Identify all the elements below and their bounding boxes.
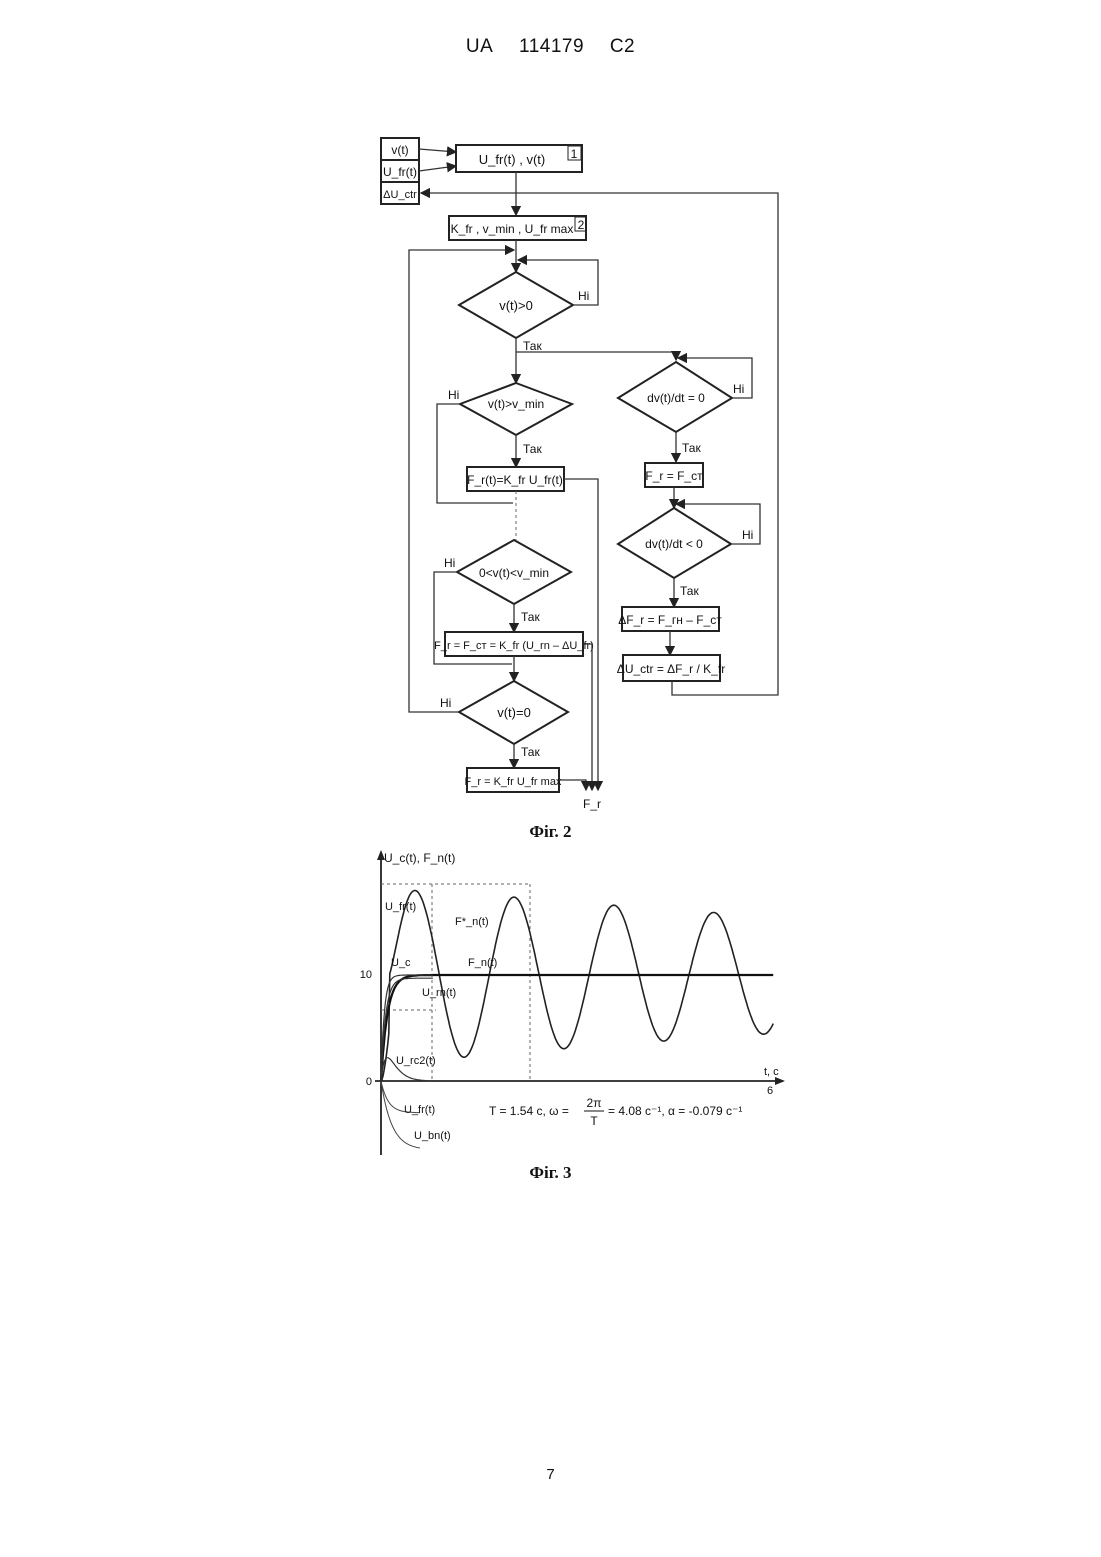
yes-label-1: Так [523,339,542,353]
input-ductr-label: ΔU_ctr [383,189,417,201]
curve-uc [381,978,433,1081]
no-label-3: Ні [444,556,455,570]
proc-fst-text: F_r = F_ст = K_fr (U_rn – ΔU_fr) [434,640,594,652]
output-fr-label: F_r [583,797,601,811]
proc-delta-f-text: ΔF_r = F_гн – F_ст [618,613,722,627]
cond-v-between: 0<v(t)<v_min [479,566,549,580]
no-label-5: Ні [733,382,744,396]
yes-label-6: Так [680,584,699,598]
label-urn: U_rn(t) [422,987,456,999]
curve-fn-star [381,891,773,1082]
no-label-4: Ні [440,696,451,710]
y-tick-10: 10 [360,969,372,981]
cond-dv-zero: dv(t)/dt = 0 [647,391,705,405]
curve-urc2 [381,1058,426,1081]
input-v-label: v(t) [391,143,408,157]
curve-ufr-neg [381,1081,420,1113]
label-fn: F_n(t) [468,957,497,969]
proc-fmax-text: F_r = K_fr U_fr max [465,776,562,788]
label-urc2: U_rc2(t) [396,1055,436,1067]
cond-v-positive: v(t)>0 [499,298,533,313]
no-label-2: Ні [448,388,459,402]
cond-v-zero: v(t)=0 [497,705,531,720]
yes-label-5: Так [682,441,701,455]
curve-ufr [381,975,433,1081]
fig2-caption: Фіг. 2 [0,822,1101,842]
no-label-1: Ні [578,289,589,303]
yes-label-2: Так [523,442,542,456]
block1-text: U_fr(t) , v(t) [479,152,545,167]
no-label-6: Ні [742,528,753,542]
cond-dv-negative: dv(t)/dt < 0 [645,537,703,551]
curve-fn [381,975,773,1081]
formula-num: 2π [587,1096,602,1110]
x-axis-label: t, c [764,1066,779,1078]
label-ufr: U_fr(t) [385,901,416,913]
input-ufr-label: U_fr(t) [383,165,417,179]
yes-label-4: Так [521,745,540,759]
proc-fr-t-text: F_r(t)=K_fr U_fr(t) [467,473,563,487]
block2-text: K_fr , v_min , U_fr max [451,222,574,236]
label-ubn: U_bn(t) [414,1130,451,1142]
block1-number: 1 [571,147,578,161]
yes-label-3: Так [521,610,540,624]
fig3-caption: Фіг. 3 [0,1163,1101,1183]
formula-pre: T = 1.54 c, ω = [489,1104,569,1118]
curve-ubn [381,1081,420,1148]
formula-post: = 4.08 c⁻¹, α = -0.079 c⁻¹ [608,1104,742,1118]
proc-fr-fst-text: F_r = F_ст [645,469,703,483]
label-ufr-2: U_fr(t) [404,1104,435,1116]
block2-number: 2 [578,218,585,232]
label-fn-star: F*_n(t) [455,916,489,928]
label-uc: U_c [391,957,411,969]
cond-v-gt-min: v(t)>v_min [488,397,544,411]
y-tick-0: 0 [366,1076,372,1088]
x-tick-6: 6 [767,1085,773,1097]
fig2-flowchart: v(t) U_fr(t) ΔU_ctr U_fr(t) , v(t) 1 K_f… [0,0,1101,860]
proc-delta-u-text: ΔU_ctr = ΔF_r / K_fr [617,662,725,676]
page-number: 7 [0,1466,1101,1483]
formula-den: T [590,1114,598,1128]
